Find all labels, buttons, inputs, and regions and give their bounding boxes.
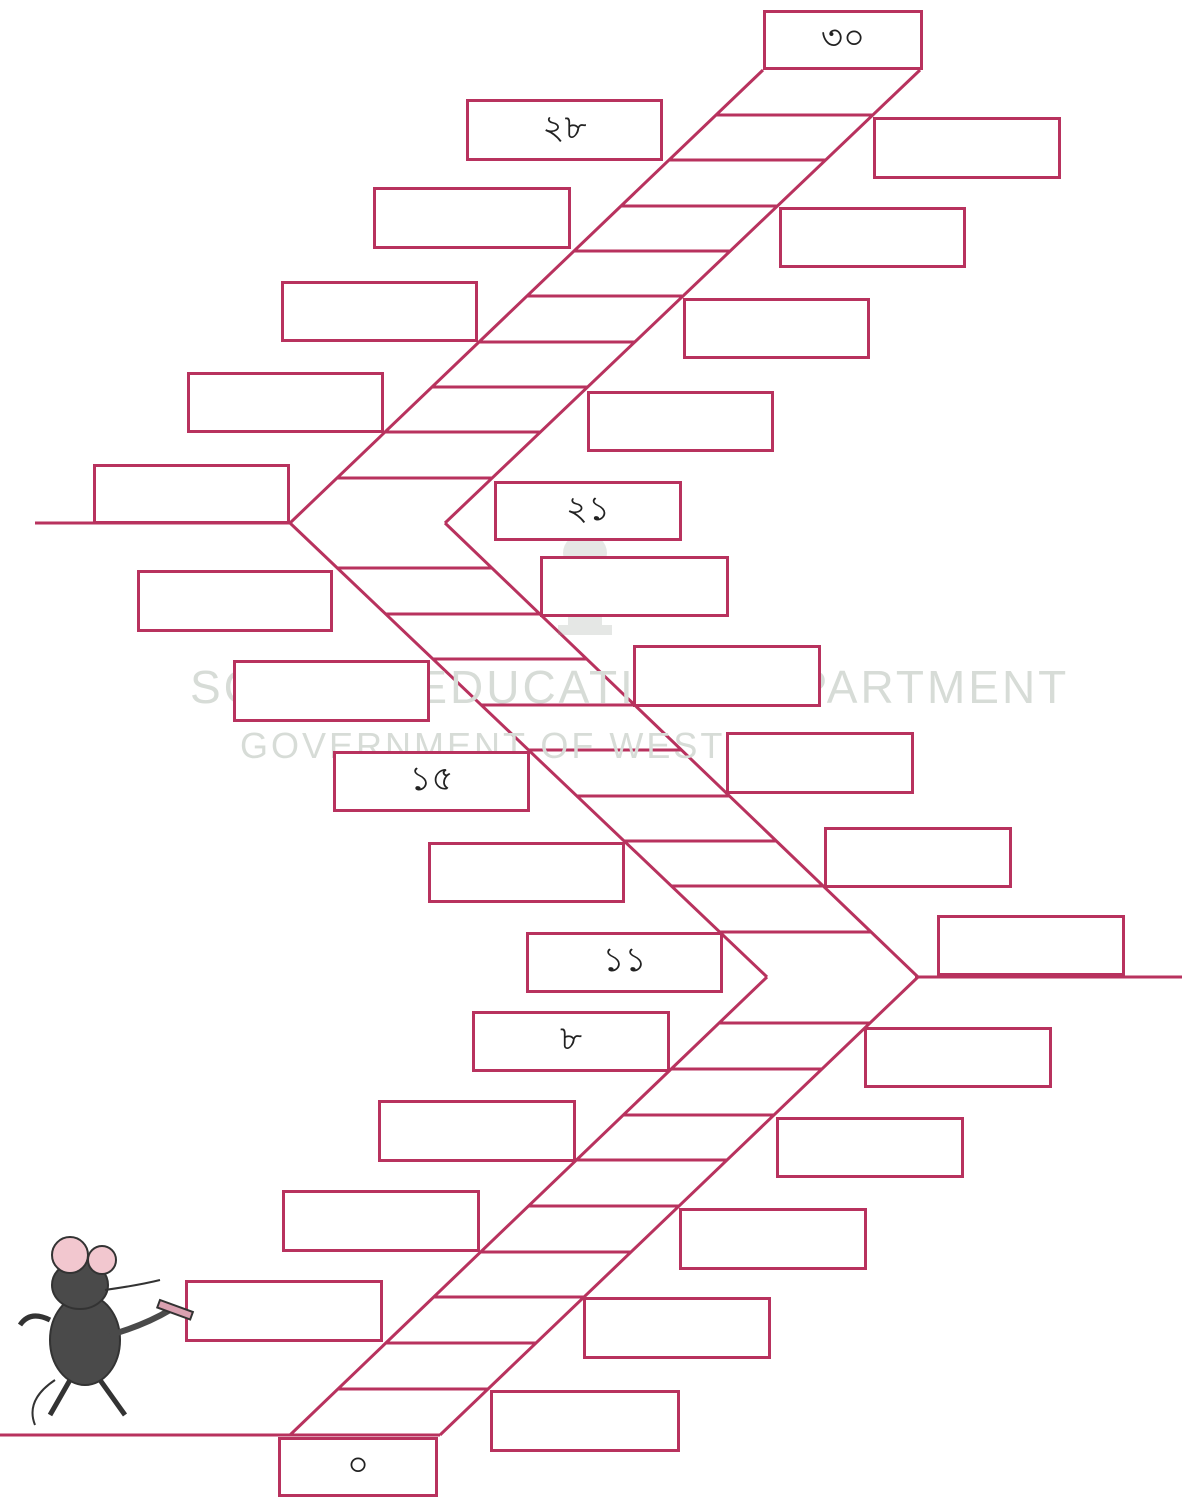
- step-box-2[interactable]: [185, 1280, 383, 1342]
- step-box-30[interactable]: ৩০: [763, 10, 923, 70]
- mouse-with-pencil-icon: [10, 1230, 200, 1430]
- step-box-9[interactable]: [864, 1027, 1052, 1088]
- step-box-0[interactable]: ০: [278, 1437, 438, 1497]
- step-box-17[interactable]: [633, 645, 821, 707]
- step-box-29[interactable]: [873, 117, 1061, 179]
- step-box-19[interactable]: [540, 556, 729, 617]
- step-box-12[interactable]: [824, 827, 1012, 888]
- step-box-21[interactable]: ২১: [494, 481, 682, 541]
- step-box-10[interactable]: [937, 915, 1125, 976]
- step-box-11[interactable]: ১১: [526, 932, 723, 993]
- step-box-22[interactable]: [187, 372, 384, 433]
- step-box-8[interactable]: ৮: [472, 1011, 670, 1072]
- step-box-5[interactable]: [679, 1208, 867, 1270]
- step-box-1[interactable]: [490, 1390, 680, 1452]
- step-box-26[interactable]: [373, 187, 571, 249]
- step-box-24[interactable]: [281, 281, 478, 342]
- step-box-7[interactable]: [776, 1117, 964, 1178]
- step-box-23[interactable]: [587, 391, 774, 452]
- step-box-27[interactable]: [779, 207, 966, 268]
- step-box-25[interactable]: [683, 298, 870, 359]
- step-box-28[interactable]: ২৮: [466, 99, 663, 161]
- step-box-3[interactable]: [583, 1297, 771, 1359]
- step-box-20[interactable]: [93, 464, 290, 524]
- step-box-4[interactable]: [282, 1190, 480, 1252]
- step-box-15[interactable]: ১৫: [333, 751, 530, 812]
- step-box-14[interactable]: [726, 732, 914, 794]
- step-box-13[interactable]: [428, 842, 625, 903]
- step-box-18[interactable]: [137, 570, 333, 632]
- step-box-16[interactable]: [233, 660, 430, 722]
- step-box-6[interactable]: [378, 1100, 576, 1162]
